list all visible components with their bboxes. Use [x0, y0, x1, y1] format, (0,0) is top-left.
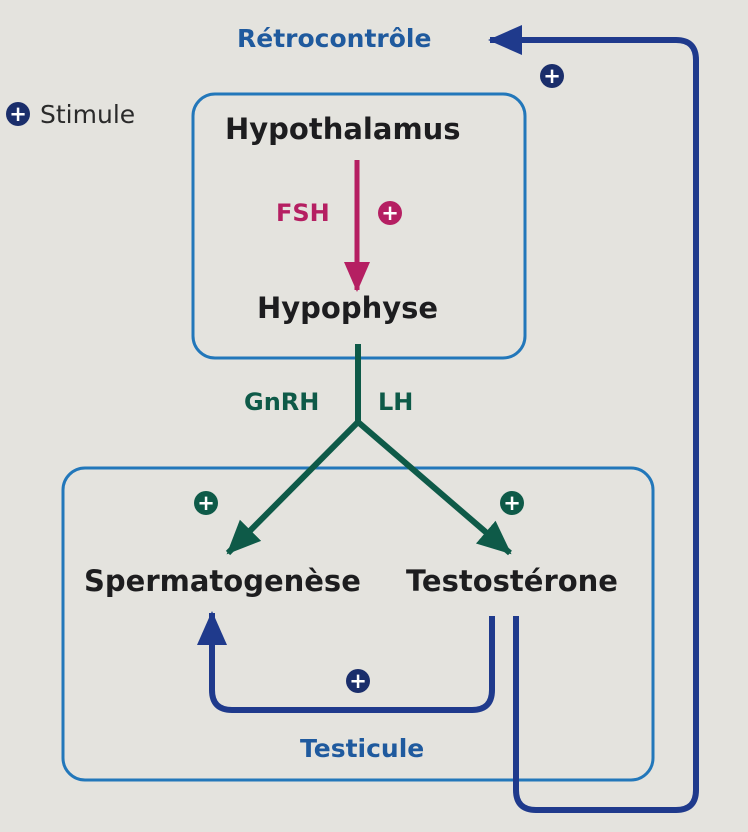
testosterone-label: Testostérone: [406, 564, 618, 598]
gnrh-label: GnRH: [244, 388, 320, 416]
hypothalamus-label: Hypothalamus: [225, 112, 461, 146]
testosterone-plus-icon: +: [500, 491, 524, 515]
lh-label: LH: [378, 388, 414, 416]
fsh-label: FSH: [276, 199, 330, 227]
fsh-plus-icon: +: [378, 201, 402, 225]
legend-plus-icon: +: [6, 102, 30, 126]
legend-stimule-label: Stimule: [40, 100, 136, 129]
retrocontrole-label: Rétrocontrôle: [237, 24, 432, 53]
testosterone-arrow: [356, 419, 512, 556]
internal-stimulation-arrow: [197, 611, 495, 713]
spermatogenese-plus-icon: +: [194, 491, 218, 515]
retrocontrole-arrow: [488, 25, 699, 813]
testicule-label: Testicule: [300, 734, 425, 763]
hypophyse-label: Hypophyse: [257, 291, 439, 325]
retrocontrole-plus-icon: +: [540, 64, 564, 88]
testicule-box: [61, 466, 655, 782]
spermatogenese-arrow: [225, 419, 361, 556]
spermatogenese-label: Spermatogenèse: [84, 564, 361, 598]
internal-stimulation-plus-icon: +: [346, 669, 370, 693]
